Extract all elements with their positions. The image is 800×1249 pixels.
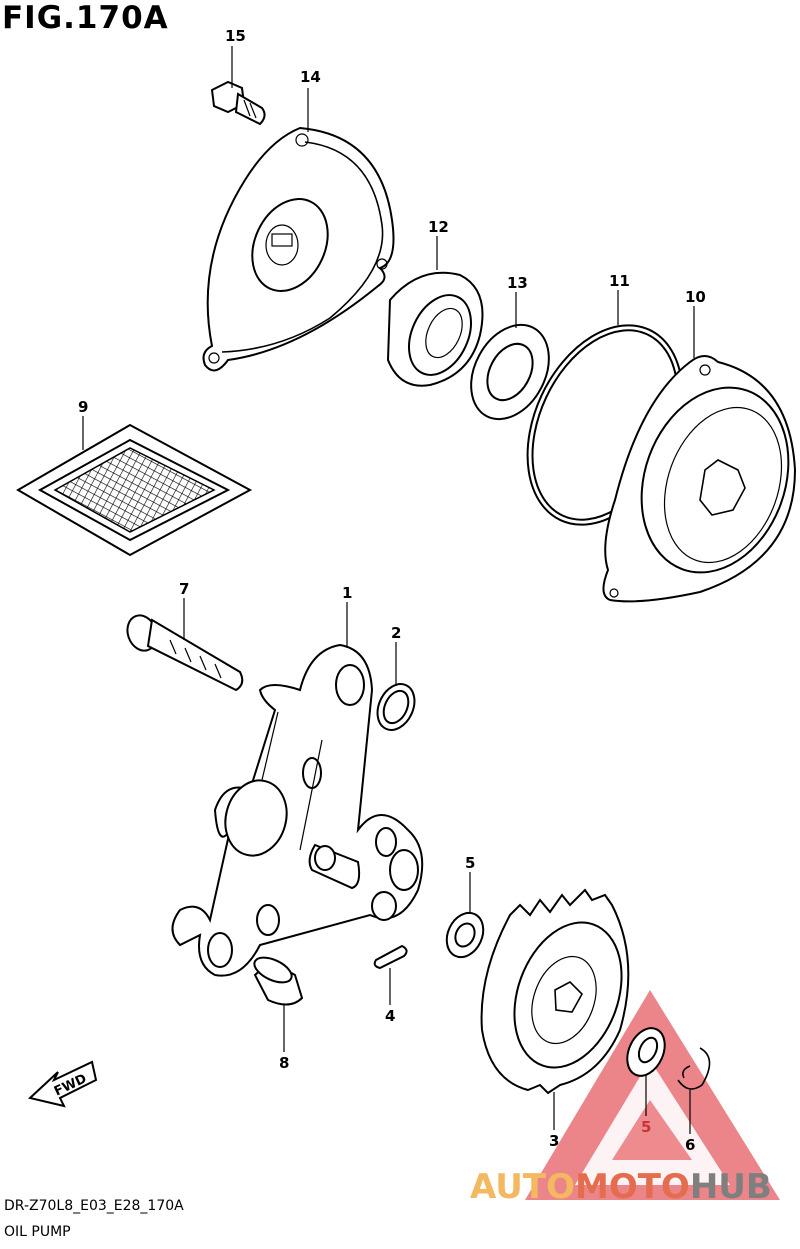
part-5-washer-lower[interactable] — [620, 1022, 672, 1082]
callout-3: 3 — [549, 1132, 559, 1150]
callout-4: 4 — [385, 1007, 395, 1025]
part-5-washer-upper[interactable] — [440, 907, 490, 963]
callout-5-lower: 5 — [641, 1118, 651, 1136]
callout-11: 11 — [609, 272, 630, 290]
part-9-strainer[interactable] — [16, 423, 253, 557]
watermark-hub: HUB — [690, 1167, 772, 1207]
part-14-cover[interactable] — [202, 126, 395, 372]
callout-14: 14 — [300, 68, 321, 86]
callout-9: 9 — [78, 398, 88, 416]
callout-8: 8 — [279, 1054, 289, 1072]
callout-12: 12 — [428, 218, 449, 236]
part-2-oring[interactable] — [370, 678, 421, 736]
leader-lines — [82, 46, 695, 1134]
callout-13: 13 — [507, 274, 528, 292]
figure-name: OIL PUMP — [4, 1224, 71, 1240]
callout-6: 6 — [685, 1136, 695, 1154]
part-15-bolt[interactable] — [210, 80, 266, 126]
callout-2: 2 — [391, 624, 401, 642]
svg-text:AUTOMOTOHUB: AUTOMOTOHUB — [470, 1167, 772, 1207]
part-7-bolt[interactable] — [123, 611, 244, 692]
part-1-pump-body[interactable] — [171, 643, 424, 977]
watermark-auto: AUTO — [470, 1167, 575, 1207]
callout-10: 10 — [685, 288, 706, 306]
part-12-seal[interactable] — [386, 271, 484, 387]
part-6-clip[interactable] — [677, 1047, 711, 1090]
fwd-arrow: FWD — [27, 1060, 98, 1108]
part-13-washer[interactable] — [456, 311, 565, 432]
callout-1: 1 — [342, 584, 352, 602]
watermark-moto: MOTO — [575, 1167, 690, 1207]
callout-5-upper: 5 — [465, 854, 475, 872]
part-3-gear[interactable] — [480, 888, 641, 1095]
figure-title: FIG.170A — [2, 0, 169, 36]
part-8-dowel[interactable] — [251, 952, 304, 1006]
part-10-pump-case[interactable] — [602, 355, 800, 603]
figure-code: DR-Z70L8_E03_E28_170A — [4, 1198, 184, 1214]
part-4-pin[interactable] — [373, 944, 408, 970]
watermark-logo: AUTOMOTOHUB — [470, 990, 780, 1207]
callout-7: 7 — [179, 580, 189, 598]
callout-15: 15 — [225, 27, 246, 45]
